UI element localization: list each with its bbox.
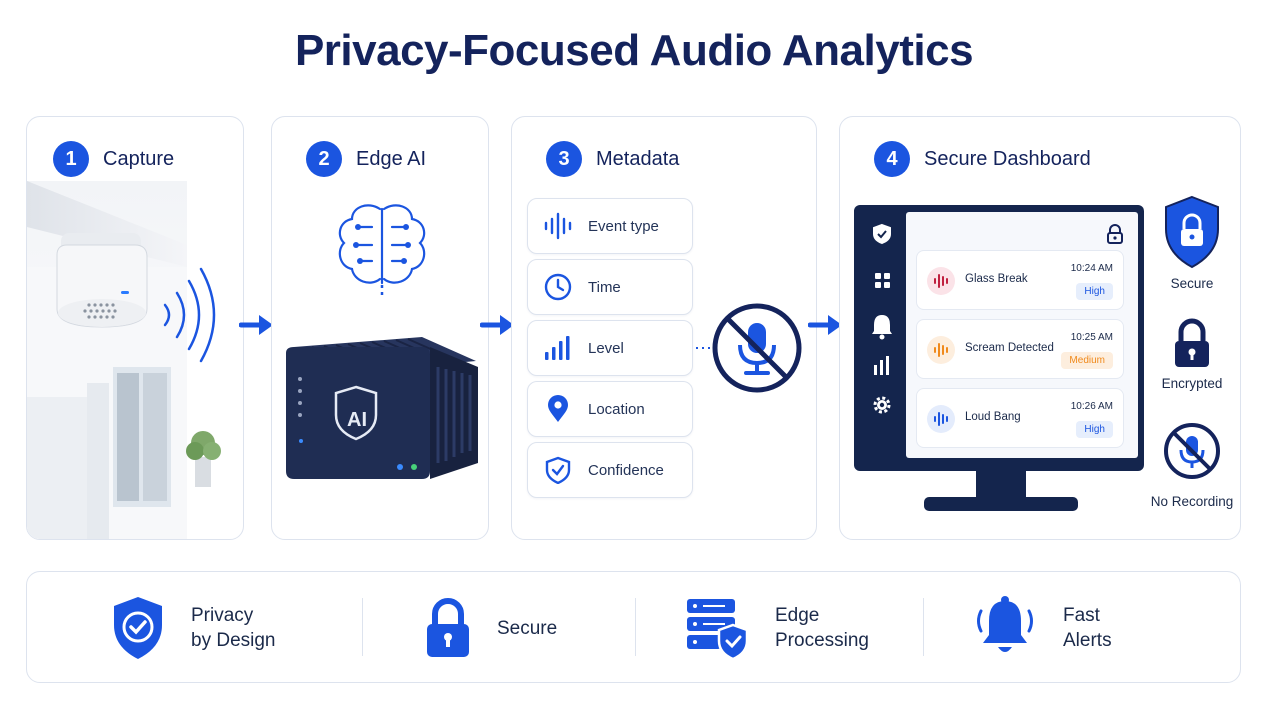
waveform-icon bbox=[927, 405, 955, 433]
padlock-icon bbox=[1175, 318, 1209, 367]
metadata-panel: 3 Metadata Event type Time Level bbox=[511, 116, 817, 540]
feature-label: Secure bbox=[1170, 276, 1214, 291]
metadata-label: Time bbox=[588, 278, 621, 296]
flow-arrow-icon bbox=[808, 315, 842, 335]
step-label: Edge AI bbox=[356, 147, 427, 170]
metadata-label: Confidence bbox=[588, 461, 664, 479]
feature-label-line2: Processing bbox=[775, 630, 869, 651]
event-name: Scream Detected bbox=[965, 342, 1054, 354]
edge-device-illustration bbox=[286, 337, 478, 479]
event-time: 10:26 AM bbox=[1070, 401, 1113, 412]
divider bbox=[923, 598, 924, 656]
severity-badge: High bbox=[1076, 283, 1113, 300]
location-pin-icon bbox=[548, 395, 568, 422]
feature-privacy-by-design: Privacy by Design bbox=[111, 592, 276, 664]
no-microphone-icon bbox=[712, 303, 802, 393]
bar-chart-icon bbox=[874, 356, 889, 375]
event-card[interactable]: Loud Bang 10:26 AM High bbox=[916, 388, 1124, 448]
step-1-header: 1 Capture bbox=[53, 141, 174, 177]
feature-fast-alerts: Fast Alerts bbox=[973, 592, 1112, 664]
feature-label: Encrypted bbox=[1161, 376, 1223, 391]
metadata-event-type: Event type bbox=[527, 198, 693, 254]
waveform-icon bbox=[927, 267, 955, 295]
feature-label-line2: by Design bbox=[191, 630, 276, 651]
step-label: Capture bbox=[103, 147, 175, 170]
step-number: 1 bbox=[53, 141, 89, 177]
step-label: Metadata bbox=[596, 147, 680, 170]
step-3-header: 3 Metadata bbox=[546, 141, 679, 177]
capture-panel: 1 Capture bbox=[26, 116, 244, 540]
feature-label: No Recording bbox=[1150, 494, 1234, 509]
step-number: 3 bbox=[546, 141, 582, 177]
metadata-label: Location bbox=[588, 400, 645, 418]
dashboard-sidebar bbox=[872, 223, 892, 414]
event-time: 10:24 AM bbox=[1070, 263, 1113, 274]
waveform-icon bbox=[544, 212, 572, 240]
bell-icon bbox=[872, 315, 892, 340]
divider bbox=[362, 598, 363, 656]
grid-icon bbox=[875, 273, 890, 288]
step-number: 4 bbox=[874, 141, 910, 177]
dashboard-monitor: Glass Break 10:24 AM High Scream Detecte… bbox=[854, 205, 1144, 471]
severity-badge: High bbox=[1076, 421, 1113, 438]
feature-secure: Secure bbox=[1142, 195, 1240, 291]
ai-badge-text: AI bbox=[347, 409, 367, 431]
metadata-location: Location bbox=[527, 381, 693, 437]
clock-icon bbox=[544, 273, 572, 301]
gear-icon bbox=[873, 396, 891, 414]
no-microphone-icon bbox=[1164, 423, 1220, 479]
shield-check-icon bbox=[873, 223, 891, 245]
event-time: 10:25 AM bbox=[1070, 332, 1113, 343]
dashboard-screen: Glass Break 10:24 AM High Scream Detecte… bbox=[906, 212, 1138, 458]
feature-secure-bottom: Secure bbox=[425, 592, 557, 664]
shield-check-icon bbox=[545, 456, 571, 484]
feature-label-line1: Edge bbox=[775, 605, 820, 626]
severity-badge: Medium bbox=[1061, 352, 1113, 369]
page-title: Privacy-Focused Audio Analytics bbox=[294, 26, 974, 75]
edge-ai-panel: 2 Edge AI bbox=[271, 116, 489, 540]
shield-lock-icon bbox=[1165, 195, 1219, 269]
padlock-icon bbox=[427, 598, 469, 657]
feature-label-line1: Fast bbox=[1063, 605, 1100, 626]
metadata-confidence: Confidence bbox=[527, 442, 693, 498]
event-card[interactable]: Scream Detected 10:25 AM Medium bbox=[916, 319, 1124, 379]
ai-brain-icon bbox=[338, 204, 426, 297]
feature-no-recording: No Recording bbox=[1142, 421, 1240, 509]
room-scene-illustration bbox=[27, 181, 221, 539]
waveform-icon bbox=[927, 336, 955, 364]
metadata-level: Level bbox=[527, 320, 693, 376]
level-bars-icon bbox=[545, 336, 570, 360]
bell-alert-icon bbox=[977, 596, 1033, 652]
dashboard-panel: 4 Secure Dashboard bbox=[839, 116, 1241, 540]
event-card[interactable]: Glass Break 10:24 AM High bbox=[916, 250, 1124, 310]
event-name: Loud Bang bbox=[965, 411, 1021, 423]
step-number: 2 bbox=[306, 141, 342, 177]
feature-label-line1: Privacy bbox=[191, 605, 254, 626]
feature-strip: Privacy by Design Secure Edge Processing bbox=[26, 571, 1241, 683]
divider bbox=[635, 598, 636, 656]
metadata-time: Time bbox=[527, 259, 693, 315]
step-2-header: 2 Edge AI bbox=[306, 141, 426, 177]
flow-arrow-icon bbox=[239, 315, 273, 335]
step-label: Secure Dashboard bbox=[924, 147, 1091, 170]
shield-check-icon bbox=[114, 597, 162, 659]
feature-label-line1: Secure bbox=[497, 617, 558, 639]
lock-icon bbox=[1107, 224, 1123, 244]
event-name: Glass Break bbox=[965, 273, 1028, 285]
metadata-label: Level bbox=[588, 339, 624, 357]
metadata-label: Event type bbox=[588, 217, 659, 235]
monitor-stand bbox=[924, 469, 1078, 511]
feature-label-line2: Alerts bbox=[1063, 630, 1112, 651]
step-4-header: 4 Secure Dashboard bbox=[874, 141, 1091, 177]
server-shield-icon bbox=[687, 599, 749, 661]
feature-encrypted: Encrypted bbox=[1142, 317, 1240, 391]
feature-edge-processing: Edge Processing bbox=[685, 592, 869, 664]
flow-arrow-icon bbox=[480, 315, 514, 335]
